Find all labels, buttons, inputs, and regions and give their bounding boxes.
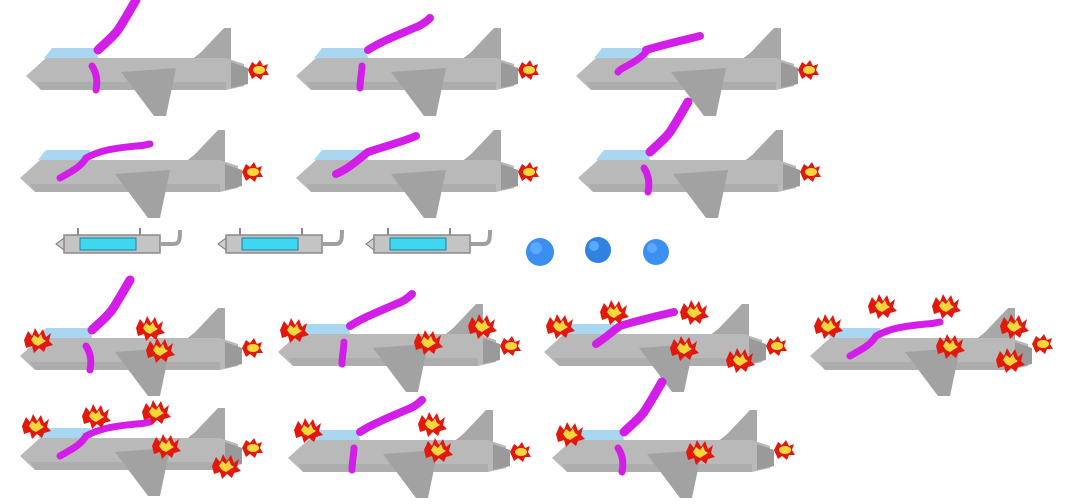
- plane-frame-2: [296, 18, 539, 116]
- missile-frame-2: [216, 226, 344, 255]
- plane-frame-6: [578, 102, 821, 218]
- blue-orb-frame-3: [643, 239, 669, 265]
- plane-frame-5: [296, 130, 539, 218]
- burning-plane-frame-5: [20, 400, 263, 496]
- burning-plane-frame-3: [544, 300, 787, 392]
- plane-frame-4: [20, 130, 263, 218]
- plane-frame-3: [576, 28, 819, 116]
- burning-plane-frame-7: [552, 382, 795, 498]
- missile-frame-1: [54, 226, 182, 255]
- burning-plane-frame-4: [810, 294, 1053, 396]
- blue-orb-frame-1: [526, 238, 554, 266]
- burning-plane-frame-1: [20, 280, 263, 396]
- missile-frame-3: [364, 226, 492, 255]
- burning-plane-frame-6: [288, 400, 531, 498]
- plane-frame-1: [26, 0, 269, 116]
- burning-plane-frame-2: [278, 294, 521, 392]
- blue-orb-frame-2: [585, 237, 611, 263]
